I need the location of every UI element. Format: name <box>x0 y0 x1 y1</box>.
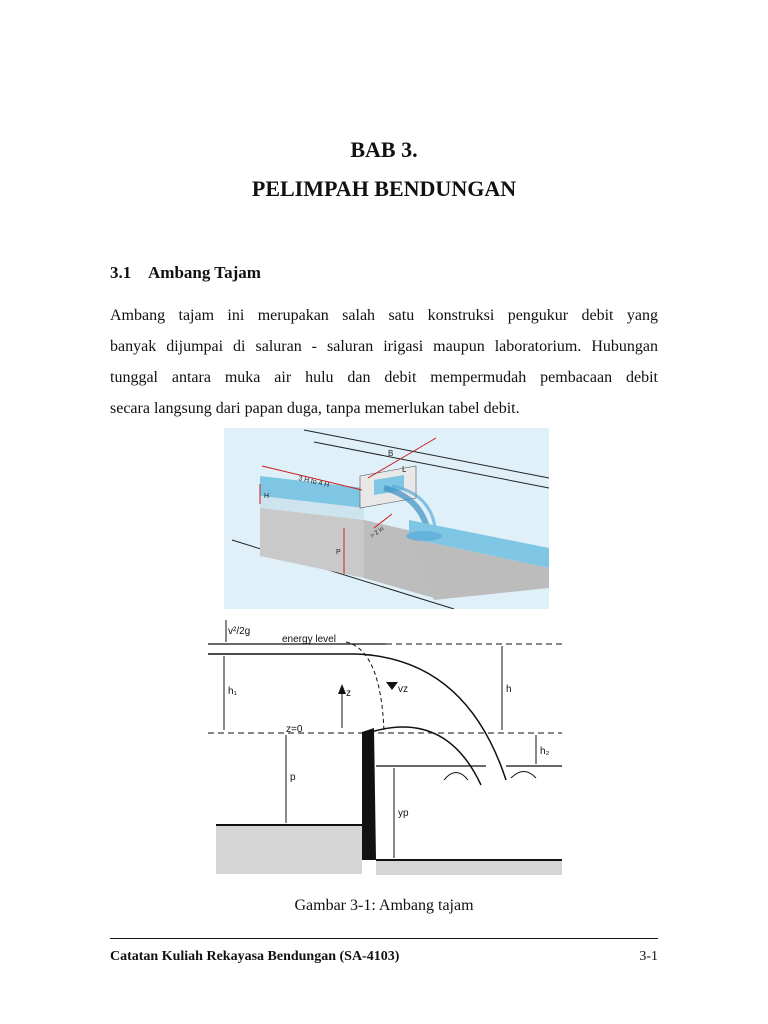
label-vz: vz <box>398 684 408 695</box>
figure-caption: Gambar 3-1: Ambang tajam <box>294 897 474 914</box>
label-p: p <box>290 772 296 783</box>
nappe-upper-profile <box>355 653 507 781</box>
paragraph-line: secara langsung dari papan duga, tanpa m… <box>110 400 520 417</box>
dimension-lines <box>259 437 437 574</box>
label-h: h <box>506 684 512 695</box>
chapter-number: BAB 3. <box>350 137 418 162</box>
body-paragraph: Ambang tajam ini merupakan salah satu ko… <box>110 300 658 424</box>
dim-label-P: P <box>336 549 341 556</box>
chapter-title: PELIMPAH BENDUNGAN <box>251 176 517 201</box>
dim-label-L: L <box>402 465 407 474</box>
section-number: 3.1 <box>110 263 132 282</box>
label-z: z <box>346 688 351 699</box>
footer-divider <box>110 938 658 939</box>
paragraph-line: banyak dijumpai di saluran - saluran iri… <box>110 338 658 355</box>
dim-label-H: H <box>264 493 269 500</box>
weir-3d-illustration: 3 H to 4 H B L H P > 2 in <box>224 428 549 609</box>
footer-page-number: 3-1 <box>639 949 658 964</box>
label-h1: h₁ <box>228 686 238 697</box>
footer-course-title: Catatan Kuliah Rekayasa Bendungan (SA-41… <box>110 949 400 964</box>
upstream-water-surface <box>260 476 364 508</box>
label-z0: z=0 <box>286 724 303 735</box>
dimension-arrows <box>223 620 537 858</box>
downstream-water <box>409 520 549 568</box>
label-velocity-head: v²/2g <box>228 626 250 637</box>
nappe-lower-profile <box>370 726 482 786</box>
weir-cross-section: v²/2g energy level h₁ h z z=0 vz h₂ p yp <box>208 620 562 875</box>
section-heading: 3.1 Ambang Tajam <box>110 263 261 283</box>
label-yp: yp <box>398 808 409 819</box>
weir-plate <box>362 728 376 860</box>
section-title: Ambang Tajam <box>148 263 261 282</box>
label-energy-level: energy level <box>282 634 336 645</box>
paragraph-line: tunggal antara muka air hulu dan debit m… <box>110 369 658 386</box>
label-h2: h₂ <box>540 746 550 757</box>
upstream-channel-wall <box>260 508 364 578</box>
paragraph-line: Ambang tajam ini merupakan salah satu ko… <box>110 307 658 324</box>
dim-label-B: B <box>388 449 393 458</box>
